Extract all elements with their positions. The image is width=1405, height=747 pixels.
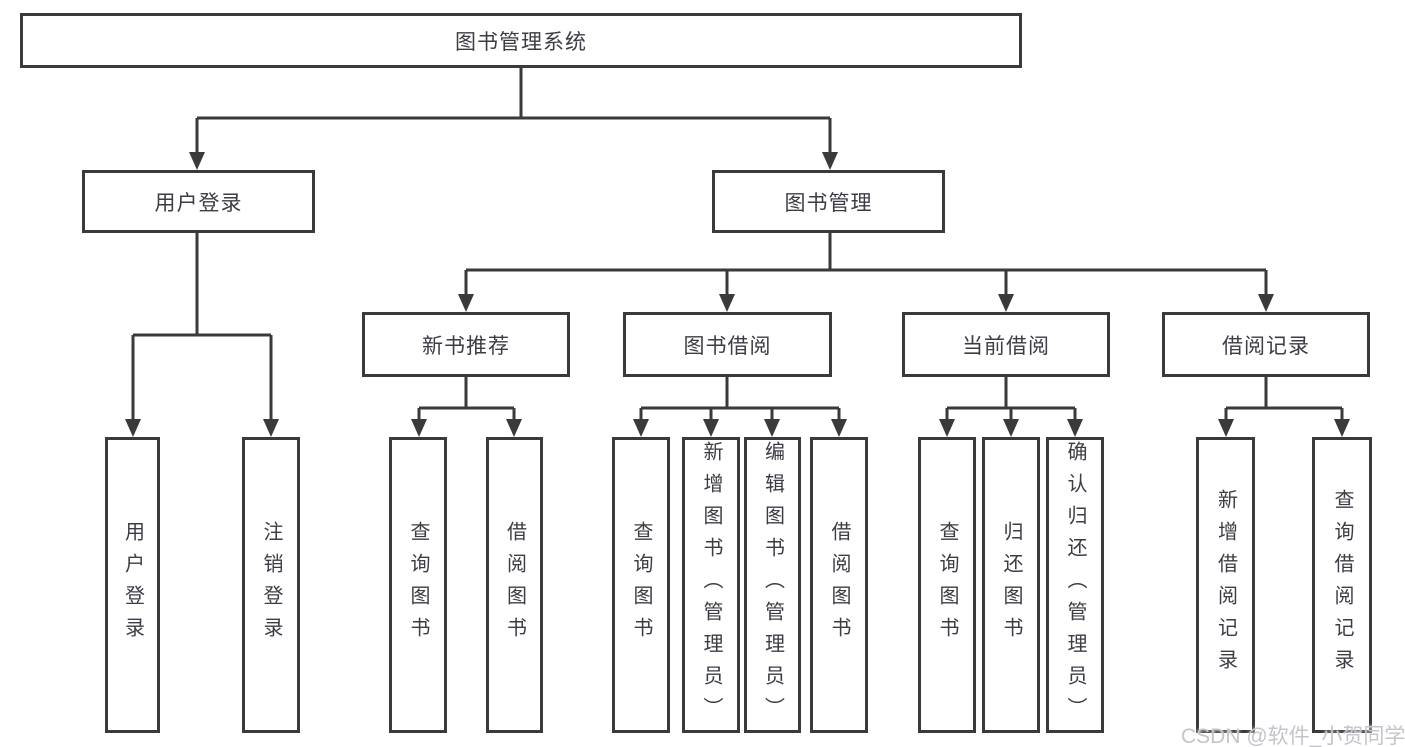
leaf-label: 查询图书 bbox=[630, 521, 652, 649]
node-new-book-recommend: 新书推荐 bbox=[362, 312, 570, 377]
leaf-logout-login: 注销登录 bbox=[242, 437, 300, 733]
leaf-label: 查询借阅记录 bbox=[1331, 489, 1353, 681]
node-user-login: 用户登录 bbox=[82, 170, 315, 233]
arrowheads bbox=[125, 152, 1350, 437]
leaf-label: 用户登录 bbox=[121, 521, 144, 649]
leaf-user-login: 用户登录 bbox=[105, 437, 160, 733]
node-book-borrow: 图书借阅 bbox=[623, 312, 832, 377]
leaf-label: 查询图书 bbox=[936, 521, 958, 649]
csdn-watermark: CSDN @软件_小贺同学 bbox=[1181, 725, 1405, 747]
leaf-label: 归还图书 bbox=[1000, 521, 1022, 649]
leaf-query-book-current: 查询图书 bbox=[918, 437, 976, 733]
leaf-query-book-recommend: 查询图书 bbox=[389, 437, 447, 733]
leaf-query-book-borrow: 查询图书 bbox=[612, 437, 670, 733]
leaf-label: 编辑图书（管理员） bbox=[761, 441, 784, 729]
leaf-label: 借阅图书 bbox=[503, 521, 526, 649]
node-current-borrow: 当前借阅 bbox=[902, 312, 1110, 377]
leaf-confirm-return-admin: 确认归还（管理员） bbox=[1046, 437, 1104, 733]
leaf-label: 新增图书（管理员） bbox=[700, 441, 722, 729]
leaf-borrow-book-recommend: 借阅图书 bbox=[486, 437, 543, 733]
node-root-system: 图书管理系统 bbox=[20, 13, 1022, 68]
leaf-label: 注销登录 bbox=[260, 521, 282, 649]
leaf-return-book: 归还图书 bbox=[982, 437, 1040, 733]
leaf-borrow-book: 借阅图书 bbox=[810, 437, 868, 733]
leaf-label: 确认归还（管理员） bbox=[1064, 441, 1086, 729]
leaf-label: 查询图书 bbox=[407, 521, 429, 649]
node-book-management: 图书管理 bbox=[712, 170, 945, 233]
leaf-add-book-admin: 新增图书（管理员） bbox=[682, 437, 740, 733]
leaf-label: 新增借阅记录 bbox=[1214, 489, 1237, 681]
leaf-label: 借阅图书 bbox=[828, 521, 850, 649]
leaf-add-borrow-record: 新增借阅记录 bbox=[1196, 437, 1255, 733]
leaf-edit-book-admin: 编辑图书（管理员） bbox=[744, 437, 801, 733]
leaf-query-borrow-record: 查询借阅记录 bbox=[1312, 437, 1372, 733]
node-borrow-records: 借阅记录 bbox=[1162, 312, 1370, 377]
